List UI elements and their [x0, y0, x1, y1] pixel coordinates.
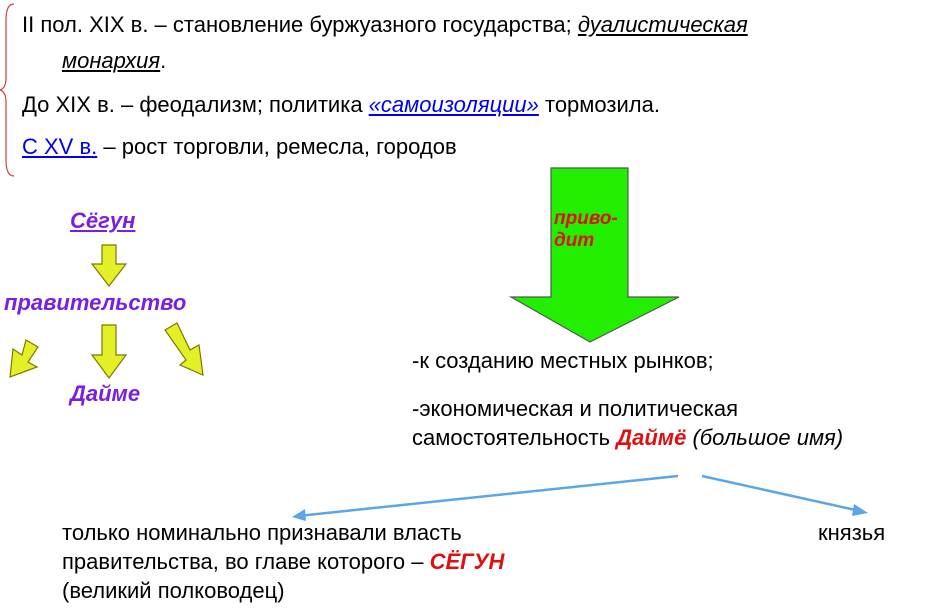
yellow-arrow-down-center [90, 324, 128, 380]
daimyo-label: Дайме [70, 381, 141, 406]
intro-line-1-text: II пол. XIX в. – становление буржуазного… [22, 12, 578, 37]
big-name-note: (большое имя) [686, 425, 844, 450]
yellow-arrow-down-right [164, 322, 204, 376]
monarchy-term: монархия [62, 48, 161, 73]
intro-line-3: До XIX в. – феодализм; политика «самоизо… [22, 92, 660, 118]
self-isolation-link[interactable]: «самоизоляции» [368, 92, 539, 117]
intro-line-2: монархия. [62, 48, 166, 74]
government-label: правительство [4, 290, 187, 315]
intro-line-4: С XV в. – рост торговли, ремесла, городо… [22, 134, 457, 160]
curly-bracket [0, 3, 15, 177]
intro-line-3-end: тормозила. [538, 92, 660, 117]
blue-arrow-right [701, 474, 861, 513]
outcome-left-line-2-text: правительства, во главе которого – [62, 549, 430, 574]
yellow-arrow-down-left [9, 339, 39, 378]
independence-text: самостоятельность [412, 425, 617, 450]
yellow-arrow-down-top [90, 244, 128, 287]
leads-to-line-1: приво- [554, 208, 618, 229]
blue-arrowhead-left [292, 509, 306, 521]
big-green-arrow [508, 167, 680, 343]
result-local-markets: -к созданию местных рынков; [412, 348, 714, 373]
outcome-princes: князья [818, 520, 886, 545]
blue-arrow-left [297, 474, 679, 518]
dualistic-term: дуалистическая [577, 12, 748, 37]
daimyo-name: Даймё [616, 425, 687, 450]
outcome-left-line-3: (великий полководец) [62, 578, 285, 603]
intro-line-3-text: До XIX в. – феодализм; политика [22, 92, 369, 117]
shogun-label: Сёгун [70, 208, 136, 233]
fifteenth-century-link[interactable]: С XV в. [22, 134, 98, 159]
outcome-left-line-1: только номинально признавали власть [62, 520, 462, 545]
intro-line-2-end: . [160, 48, 167, 73]
shogun-name: СЁГУН [429, 549, 505, 574]
outcome-left-line-2: правительства, во главе которого – СЁГУН [62, 549, 504, 575]
blue-arrowhead-right [852, 504, 868, 516]
leads-to-line-2: дит [554, 230, 595, 251]
leads-to-label: приво- дит [554, 208, 618, 252]
result-independence-line-2: самостоятельность Даймё (большое имя) [412, 425, 843, 451]
result-independence-line-1: -экономическая и политическая [412, 396, 739, 421]
intro-line-4-text: – рост торговли, ремесла, городов [97, 134, 457, 159]
intro-line-1: II пол. XIX в. – становление буржуазного… [22, 12, 748, 38]
